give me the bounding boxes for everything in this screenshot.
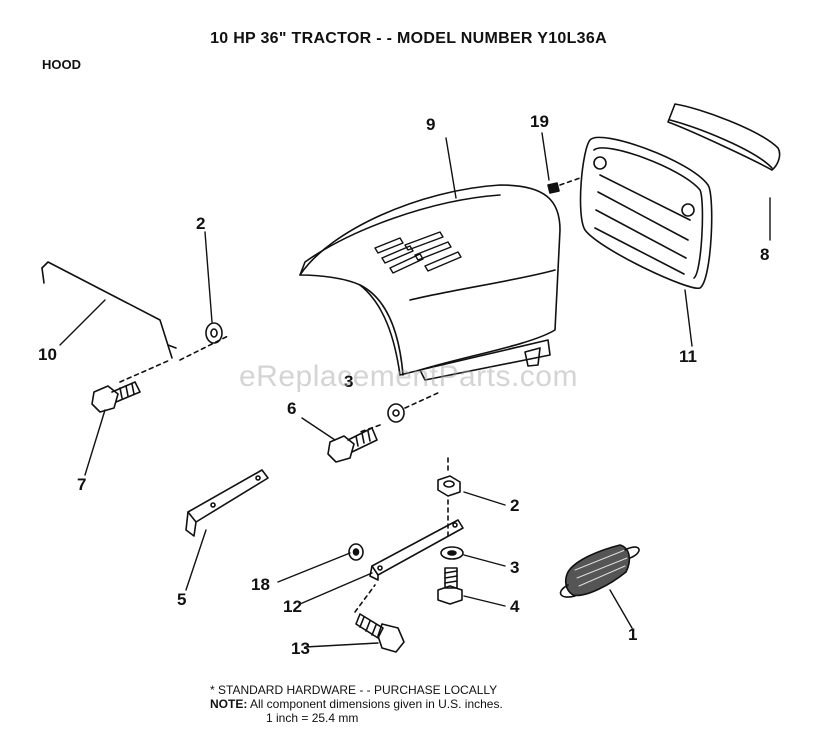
leader-dashed bbox=[559, 177, 581, 186]
bolt-vertical[interactable] bbox=[437, 567, 463, 605]
dimensions-note: NOTE: All component dimensions given in … bbox=[210, 697, 503, 711]
grille[interactable] bbox=[579, 136, 713, 289]
callout-13: 11 bbox=[679, 347, 697, 366]
callout-2-lower: 2 bbox=[510, 496, 519, 515]
support-rod[interactable] bbox=[41, 261, 177, 359]
callout-12: 8 bbox=[760, 245, 769, 264]
section-label: HOOD bbox=[42, 57, 81, 72]
leader-dashed bbox=[404, 391, 441, 409]
note-label: NOTE: bbox=[210, 697, 248, 711]
nut-lower[interactable] bbox=[437, 475, 461, 497]
bolt-center[interactable] bbox=[327, 427, 378, 463]
callout-8: 6 bbox=[287, 399, 296, 418]
callout-2-upper: 2 bbox=[196, 214, 205, 233]
callout-4: 4 bbox=[510, 597, 520, 616]
callout-19: 19 bbox=[530, 112, 549, 131]
leader-dashed bbox=[119, 359, 171, 383]
hood-shell[interactable] bbox=[299, 184, 561, 381]
washer-small[interactable] bbox=[348, 543, 364, 561]
nut-upper[interactable] bbox=[205, 322, 223, 344]
diagram-title: 10 HP 36" TRACTOR - - MODEL NUMBER Y10L3… bbox=[210, 30, 607, 47]
callout-18: 18 bbox=[251, 575, 270, 594]
leader-dashed bbox=[179, 334, 231, 361]
watermark-text: eReplacementParts.com bbox=[239, 360, 578, 393]
bolt-left[interactable] bbox=[91, 381, 141, 413]
washer-upper[interactable] bbox=[387, 403, 405, 423]
washer-lower[interactable] bbox=[440, 546, 464, 560]
callout-9: 7 bbox=[77, 475, 86, 494]
callout-7: 5 bbox=[177, 590, 186, 609]
bracket-left[interactable] bbox=[185, 469, 269, 537]
callout-3-lower: 3 bbox=[510, 558, 519, 577]
callout-11: 9 bbox=[426, 115, 435, 134]
callout-10: 10 bbox=[38, 345, 57, 364]
brace[interactable] bbox=[369, 519, 464, 581]
hood-vents bbox=[374, 231, 462, 274]
note-text: All component dimensions given in U.S. i… bbox=[250, 697, 503, 711]
leader-dashed bbox=[354, 584, 376, 613]
footnotes: * STANDARD HARDWARE - - PURCHASE LOCALLY… bbox=[210, 683, 503, 725]
callout-6: 12 bbox=[283, 597, 302, 616]
callout-3-upper: 3 bbox=[344, 372, 353, 391]
grille-fastener[interactable] bbox=[547, 182, 560, 194]
leader-lines bbox=[59, 132, 771, 648]
bolt-lower[interactable] bbox=[355, 613, 405, 653]
grille-strip[interactable] bbox=[667, 103, 781, 171]
standard-hardware-note: * STANDARD HARDWARE - - PURCHASE LOCALLY bbox=[210, 683, 498, 697]
hood-spring[interactable] bbox=[559, 544, 640, 598]
callout-numbers: 9 19 8 11 2 10 7 3 6 5 2 3 4 18 12 13 1 bbox=[38, 112, 769, 658]
callout-5: 13 bbox=[291, 639, 310, 658]
callout-1: 1 bbox=[628, 625, 637, 644]
conversion-note: 1 inch = 25.4 mm bbox=[266, 711, 359, 725]
